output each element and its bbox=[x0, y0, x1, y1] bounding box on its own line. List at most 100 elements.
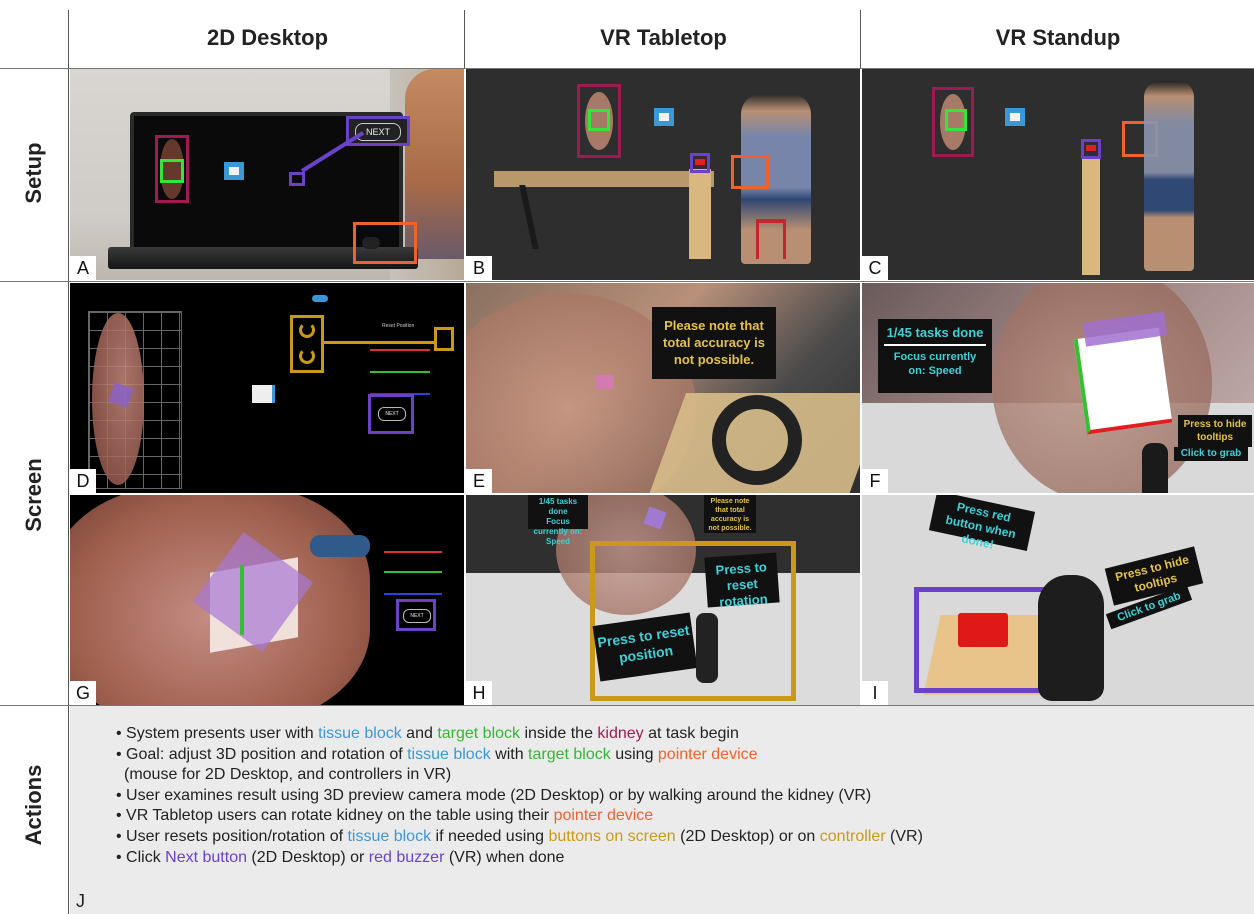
table-top bbox=[494, 171, 714, 187]
reset-position-icon[interactable] bbox=[299, 322, 315, 338]
panel-c-standup-setup: C bbox=[862, 69, 1254, 280]
kidney-frame bbox=[932, 87, 974, 157]
click-to-grab-tooltip: Click to grab bbox=[1174, 447, 1248, 461]
red-button-tooltip: Press red button when done! bbox=[928, 495, 1036, 552]
grid-divider bbox=[0, 68, 1254, 69]
reset-buttons-small-frame bbox=[434, 327, 454, 351]
next-button[interactable]: NEXT bbox=[355, 123, 401, 141]
grid-divider bbox=[68, 10, 69, 914]
panel-a-desktop-setup: NEXT A bbox=[70, 69, 464, 280]
laptop-base bbox=[108, 247, 418, 269]
slider-x[interactable] bbox=[370, 349, 430, 351]
slider-z[interactable] bbox=[384, 593, 442, 595]
action-item: • User resets position/rotation of tissu… bbox=[116, 827, 923, 845]
hide-tooltips-tooltip: Press to hide tooltips bbox=[1178, 415, 1252, 447]
next-button-small-frame bbox=[289, 172, 305, 186]
action-item: • User examines result using 3D preview … bbox=[116, 786, 872, 804]
person bbox=[1144, 81, 1194, 271]
slider-y[interactable] bbox=[384, 571, 442, 573]
panel-e-tabletop-screen: Please note that total accuracy is not p… bbox=[466, 283, 860, 493]
reset-buttons-highlight bbox=[290, 315, 324, 373]
action-item: • VR Tabletop users can rotate kidney on… bbox=[116, 807, 654, 825]
tissue-block-marker bbox=[1005, 108, 1025, 126]
pointer-device-frame bbox=[731, 155, 769, 189]
row-label-setup: Setup bbox=[21, 142, 46, 204]
column-header-vr-standup: VR Standup bbox=[995, 25, 1121, 50]
panel-f-standup-screen: 1/45 tasks done Focus currently on: Spee… bbox=[862, 283, 1254, 493]
panel-label-f: F bbox=[862, 469, 888, 493]
slider-y[interactable] bbox=[370, 371, 430, 373]
panel-label-i: I bbox=[862, 681, 888, 705]
vr-controller bbox=[1038, 575, 1104, 701]
vr-controller bbox=[712, 395, 802, 485]
pillar bbox=[689, 169, 711, 259]
stool bbox=[756, 219, 786, 259]
row-label-actions: Actions bbox=[21, 764, 46, 846]
vr-controller bbox=[696, 613, 718, 683]
mouse bbox=[362, 237, 380, 249]
slider-x[interactable] bbox=[384, 551, 442, 553]
red-buzzer[interactable] bbox=[958, 613, 1008, 647]
reset-rotation-icon[interactable] bbox=[299, 348, 315, 364]
panel-label-b: B bbox=[466, 256, 492, 280]
action-item: (mouse for 2D Desktop, and controllers i… bbox=[124, 766, 452, 784]
action-item: • System presents user with tissue block… bbox=[116, 725, 739, 742]
panel-d-desktop-screen: Reset Position NEXT D bbox=[70, 283, 464, 493]
red-buzzer-highlight bbox=[914, 587, 1054, 693]
vein bbox=[310, 535, 370, 557]
accuracy-tooltip: Please note that total accuracy is not p… bbox=[652, 307, 776, 379]
progress-tooltip: 1/45 tasks done Focus currently on: Spee… bbox=[528, 495, 588, 546]
pillar bbox=[1082, 157, 1100, 275]
next-button-highlight: NEXT bbox=[346, 116, 410, 146]
progress-tooltip: 1/45 tasks done Focus currently on: Spee… bbox=[878, 319, 992, 393]
next-button-highlight: NEXT bbox=[368, 394, 414, 434]
next-button[interactable]: NEXT bbox=[378, 407, 406, 421]
next-button[interactable]: NEXT bbox=[403, 609, 431, 623]
target-block-frame bbox=[588, 109, 610, 131]
panel-label-j: J bbox=[76, 891, 85, 911]
tissue-block bbox=[596, 375, 614, 389]
table-leg bbox=[519, 185, 539, 249]
tissue-block-marker bbox=[654, 108, 674, 126]
panel-label-a: A bbox=[70, 256, 96, 280]
column-header-vr-tabletop: VR Tabletop bbox=[600, 25, 727, 50]
red-buzzer-frame bbox=[1081, 139, 1101, 159]
panel-label-d: D bbox=[70, 469, 96, 493]
panel-label-g: G bbox=[70, 681, 96, 705]
tissue-block-marker bbox=[224, 162, 244, 180]
focus-label: Focus currently on: Speed bbox=[893, 351, 977, 377]
target-block-frame bbox=[160, 159, 184, 183]
kidney-frame bbox=[155, 135, 189, 203]
row-label-screen: Screen bbox=[21, 458, 46, 532]
axis-green bbox=[240, 565, 244, 635]
panel-i-standup-buzzer: Press red button when done! Press to hid… bbox=[862, 495, 1254, 705]
person bbox=[741, 94, 811, 264]
panel-label-e: E bbox=[466, 469, 492, 493]
panel-label-h: H bbox=[466, 681, 492, 705]
tissue-block bbox=[252, 385, 275, 403]
grid-divider bbox=[0, 705, 1254, 706]
reset-rotation-tooltip: Press to reset rotation bbox=[704, 552, 780, 610]
controller-buttons-highlight bbox=[590, 541, 796, 701]
kidney-image bbox=[160, 139, 184, 199]
panel-h-tabletop-controller: 1/45 tasks done Focus currently on: Spee… bbox=[466, 495, 860, 705]
panel-label-c: C bbox=[862, 256, 888, 280]
focus-label: Focus currently on: Speed bbox=[533, 517, 583, 546]
target-block-frame bbox=[945, 109, 967, 131]
action-item: • Goal: adjust 3D position and rotation … bbox=[116, 745, 758, 763]
view-toggle[interactable] bbox=[312, 295, 328, 302]
column-header-2d-desktop: 2D Desktop bbox=[206, 25, 329, 50]
pointer-device-frame bbox=[353, 222, 417, 264]
callout-connector bbox=[324, 341, 434, 344]
vr-controller bbox=[1142, 443, 1168, 493]
panel-b-tabletop-setup: B bbox=[466, 69, 860, 280]
kidney-image bbox=[940, 94, 966, 150]
tasks-done-label: 1/45 tasks done bbox=[538, 497, 578, 516]
panel-g-desktop-preview: NEXT G bbox=[70, 495, 464, 705]
grid-divider bbox=[464, 10, 465, 68]
red-buzzer-frame bbox=[690, 153, 710, 173]
accuracy-tooltip: Please note that total accuracy is not p… bbox=[704, 495, 756, 533]
grid-divider bbox=[0, 281, 1254, 282]
actions-panel bbox=[70, 706, 1254, 914]
action-item: • Click Next button (2D Desktop) or red … bbox=[116, 848, 565, 866]
